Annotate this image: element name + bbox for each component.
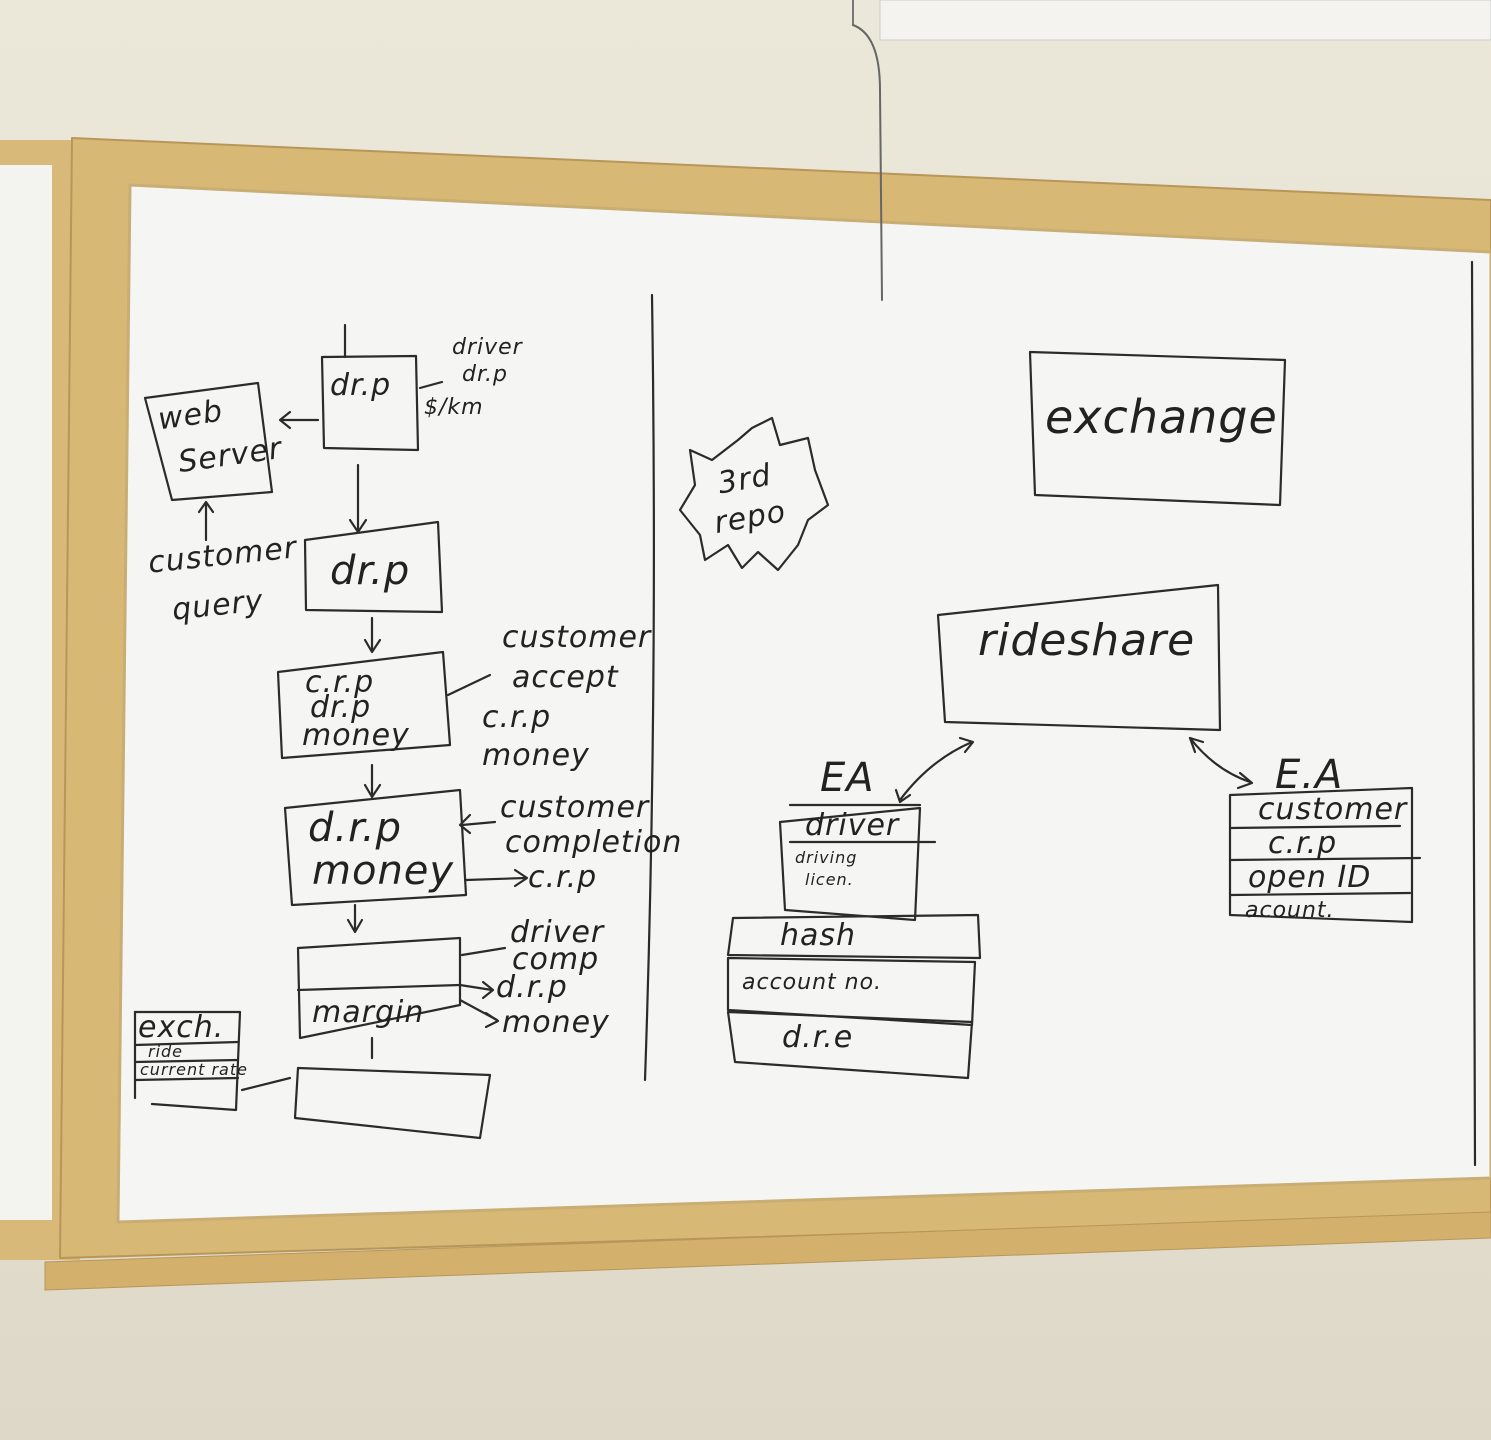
box1-note-1: driver bbox=[452, 335, 523, 360]
box3-note-4: money bbox=[482, 738, 590, 773]
ea-left-stack-2: account no. bbox=[742, 970, 883, 995]
ea-right-title: E.A bbox=[1275, 752, 1344, 798]
exch-table-row-2: current rate bbox=[140, 1060, 248, 1079]
rideshare-label: rideshare bbox=[978, 615, 1196, 666]
exch-table-row-1: ride bbox=[148, 1042, 184, 1061]
adjacent-board-surface bbox=[0, 165, 52, 1220]
box4-note-1: customer bbox=[500, 790, 650, 825]
box3-line-2: dr.p bbox=[310, 690, 372, 725]
ea-left-title: EA bbox=[820, 755, 875, 801]
box2-label: dr.p bbox=[330, 548, 411, 594]
ea-right-row-2: c.r.p bbox=[1268, 826, 1338, 861]
exchange-label: exchange bbox=[1045, 390, 1278, 444]
box4-line-1: d.r.p bbox=[308, 805, 402, 851]
box3-note-3: c.r.p bbox=[482, 700, 552, 735]
box3-line-1: c.r.p bbox=[305, 665, 375, 700]
box3-note-1: customer bbox=[502, 620, 652, 655]
ea-right-row-1: customer bbox=[1258, 792, 1408, 827]
box1-label: dr.p bbox=[330, 368, 392, 403]
ea-left-row-3: licen. bbox=[805, 870, 854, 889]
ea-right-row-3: open ID bbox=[1248, 860, 1372, 895]
box1-note-2: dr.p bbox=[462, 362, 508, 387]
box5-note-1: driver bbox=[510, 915, 605, 950]
ea-right-row-4: acount. bbox=[1245, 898, 1335, 923]
box5-label: margin bbox=[312, 995, 425, 1030]
box4-note-2: completion bbox=[505, 825, 683, 860]
box4-line-2: money bbox=[312, 848, 455, 894]
ea-left-row-1: driver bbox=[805, 808, 900, 843]
box5-note-2: comp bbox=[512, 942, 600, 977]
box3-note-2: accept bbox=[512, 660, 619, 695]
ea-left-row-2: driving bbox=[795, 848, 858, 867]
box1-note-3: $/km bbox=[424, 395, 484, 420]
box5-out-2: money bbox=[502, 1005, 610, 1040]
ea-left-stack-1: hash bbox=[780, 918, 857, 953]
box5-out-1: d.r.p bbox=[496, 970, 568, 1005]
ea-left-stack-3: d.r.e bbox=[782, 1020, 854, 1055]
exch-table-title: exch. bbox=[138, 1010, 225, 1045]
box3-line-3: money bbox=[302, 718, 410, 753]
box4-out: c.r.p bbox=[528, 860, 598, 895]
